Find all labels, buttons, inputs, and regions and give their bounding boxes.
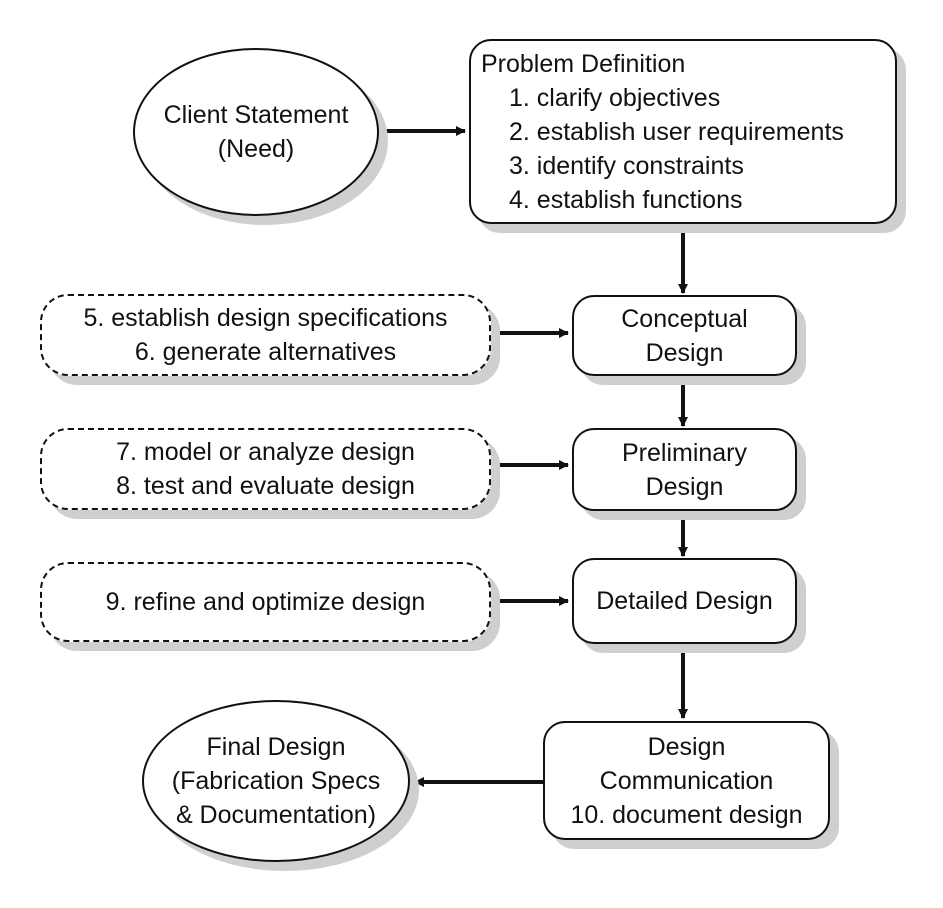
- final-design-node: Final Design (Fabrication Specs & Docume…: [142, 700, 410, 862]
- preliminary-task-line: 7. model or analyze design: [116, 438, 415, 466]
- preliminary-tasks-node: 7. model or analyze design 8. test and e…: [40, 428, 491, 510]
- client-statement-line: Client Statement: [163, 101, 349, 129]
- problem-definition-item: 1. clarify objectives: [509, 84, 721, 112]
- conceptual-design-node: Conceptual Design: [572, 295, 797, 376]
- detailed-design-node: Detailed Design: [572, 558, 797, 644]
- detailed-tasks-node: 9. refine and optimize design: [40, 562, 491, 642]
- conceptual-tasks-node: 5. establish design specifications 6. ge…: [40, 294, 491, 376]
- problem-definition-item: 3. identify constraints: [509, 152, 744, 180]
- design-communication-line: Communication: [599, 766, 774, 795]
- problem-definition-item: 2. establish user requirements: [509, 118, 844, 146]
- conceptual-task-line: 6. generate alternatives: [134, 338, 397, 366]
- final-design-line: (Fabrication Specs: [171, 767, 381, 795]
- conceptual-design-line: Design: [645, 338, 724, 367]
- design-communication-node: Design Communication 10. document design: [543, 721, 830, 840]
- design-communication-line: 10. document design: [570, 800, 803, 829]
- problem-definition-title: Problem Definition: [481, 50, 686, 78]
- final-design-line: & Documentation): [175, 801, 377, 829]
- client-statement-line: (Need): [217, 135, 295, 163]
- preliminary-design-node: Preliminary Design: [572, 428, 797, 511]
- conceptual-task-line: 5. establish design specifications: [83, 304, 448, 332]
- detailed-design-line: Detailed Design: [596, 587, 773, 615]
- conceptual-design-line: Conceptual: [621, 304, 748, 333]
- design-communication-line: Design: [647, 732, 726, 761]
- problem-definition-node: Problem Definition 1. clarify objectives…: [469, 39, 897, 224]
- client-statement-node: Client Statement (Need): [133, 48, 379, 216]
- problem-definition-item: 4. establish functions: [509, 186, 743, 214]
- preliminary-design-line: Design: [645, 472, 724, 501]
- detailed-task-line: 9. refine and optimize design: [105, 588, 426, 616]
- preliminary-design-line: Preliminary: [621, 438, 748, 467]
- preliminary-task-line: 8. test and evaluate design: [116, 472, 415, 500]
- final-design-line: Final Design: [206, 733, 346, 761]
